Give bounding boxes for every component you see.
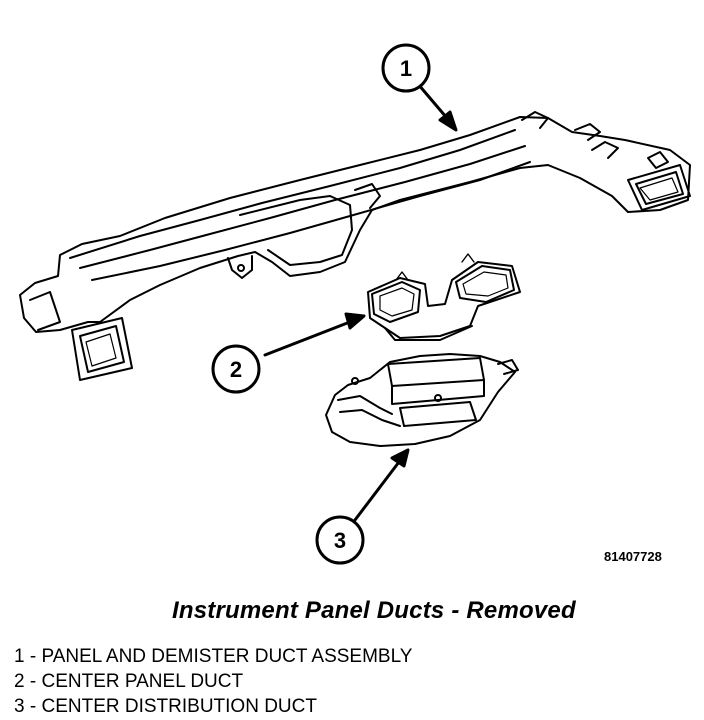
legend-item-2: 2 - CENTER PANEL DUCT — [14, 669, 412, 694]
legend-separator: - — [29, 696, 42, 717]
callout-2: 2 — [211, 344, 261, 394]
center-panel-duct — [367, 253, 521, 341]
callout-arrows — [263, 82, 458, 522]
legend-label: PANEL AND DEMISTER DUCT ASSEMBLY — [41, 646, 413, 667]
legend-item-1: 1 - PANEL AND DEMISTER DUCT ASSEMBLY — [14, 644, 412, 669]
figure-caption: Instrument Panel Ducts - Removed — [172, 597, 576, 624]
callout-2-number: 2 — [230, 357, 242, 382]
legend-item-3: 3 - CENTER DISTRIBUTION DUCT — [14, 694, 412, 719]
legend-separator: - — [29, 646, 42, 667]
legend-separator: - — [29, 671, 42, 692]
legend-number: 2 — [14, 671, 25, 692]
center-distribution-duct — [325, 353, 519, 447]
duct-illustration: 1 2 3 — [19, 43, 691, 565]
legend-label: CENTER PANEL DUCT — [41, 671, 244, 692]
callout-1: 1 — [381, 43, 431, 93]
callout-3-number: 3 — [334, 528, 346, 553]
legend-number: 3 — [14, 696, 25, 717]
callout-3: 3 — [315, 515, 365, 565]
legend-number: 1 — [14, 646, 25, 667]
callout-1-number: 1 — [400, 56, 412, 81]
legend-label: CENTER DISTRIBUTION DUCT — [41, 696, 317, 717]
figure-id: 81407728 — [604, 549, 662, 564]
legend: 1 - PANEL AND DEMISTER DUCT ASSEMBLY 2 -… — [14, 644, 412, 719]
panel-demister-duct-assembly — [19, 111, 691, 381]
